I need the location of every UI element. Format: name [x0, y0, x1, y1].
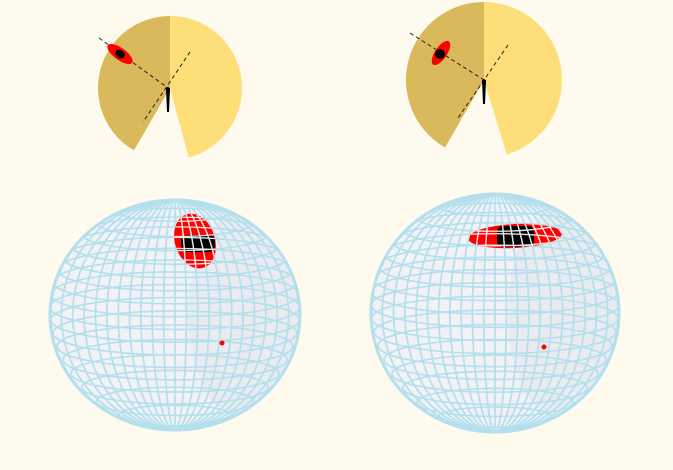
right-sphere-longitude [471, 193, 519, 433]
right-sphere-longitude [404, 193, 586, 433]
left-wireframe-sphere-icon [48, 198, 302, 432]
left-sphere-longitude [60, 200, 290, 430]
right-sphere-red-region [467, 221, 563, 251]
right-sphere-outline [369, 192, 621, 434]
right-pie-dark-sector [406, 2, 484, 148]
right-sphere-longitude [381, 193, 609, 433]
right-red-dot-icon [541, 344, 547, 350]
right-blob-grid-latitude [467, 244, 563, 251]
right-sphere-longitude [426, 193, 564, 433]
right-sphere-longitude [449, 193, 541, 433]
panel-left [48, 16, 302, 432]
right-sphere-longitude [460, 193, 530, 433]
right-blob-grid-latitude [467, 233, 563, 251]
right-pie-black-core [435, 49, 445, 59]
panels-root [48, 2, 621, 434]
left-sphere-longitude [94, 200, 256, 430]
left-sphere-longitude [83, 200, 267, 430]
left-sphere-longitude [140, 200, 210, 430]
left-pie-wedge-with-cutout-icon [97, 16, 242, 158]
left-blob-grid-latitude [167, 236, 223, 274]
right-sphere-longitude [392, 193, 598, 433]
left-sphere-longitude [117, 200, 233, 430]
left-sphere-outline [48, 198, 302, 432]
right-sphere-longitude [415, 193, 575, 433]
left-pie-black-core [115, 49, 125, 59]
panel-right [369, 2, 621, 434]
left-blob-black-core [181, 235, 215, 252]
left-pie-dashed-axis-b [142, 51, 191, 123]
left-sphere-longitude [151, 200, 199, 430]
right-pie-needle-head [482, 79, 486, 87]
right-sphere-longitude [482, 193, 508, 433]
left-pie-needle-head [166, 87, 170, 95]
left-sphere-longitude [128, 200, 222, 430]
right-pie-dashed-axis-a [409, 32, 485, 81]
right-blob-grid-latitude [467, 221, 563, 232]
right-pie-light-sector [484, 2, 562, 155]
left-sphere-longitude [106, 200, 244, 430]
left-red-dot-icon [219, 340, 225, 346]
left-sphere-longitude [71, 200, 279, 430]
right-wireframe-sphere-icon [369, 192, 621, 434]
right-sphere-longitude [437, 193, 553, 433]
left-sphere-longitude [162, 200, 188, 430]
right-pie-wedge-with-cutout-icon [406, 2, 562, 155]
right-blob-grid-latitude [467, 221, 563, 247]
left-pie-light-sector [170, 16, 242, 158]
